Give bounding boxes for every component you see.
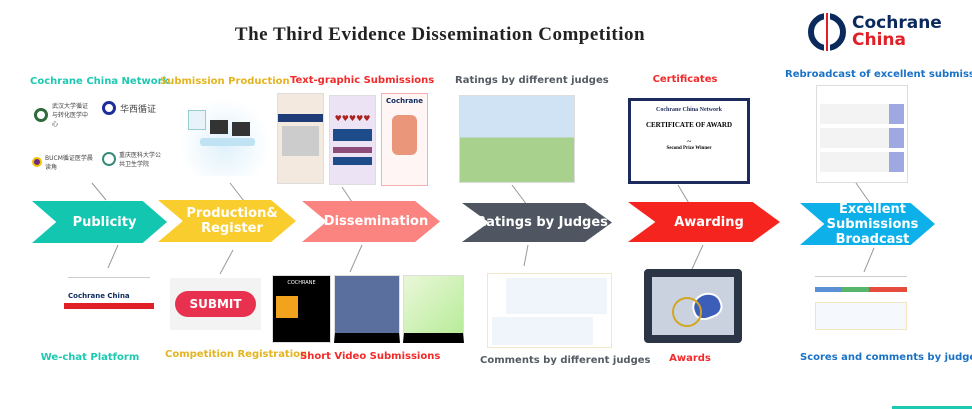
- network-logo-3: BUCM循证医学晨读角: [45, 155, 93, 171]
- stage-awarding: Awarding: [628, 202, 780, 242]
- video-brand: COCHRANE: [287, 280, 316, 286]
- text-graphic-thumb-2: ♥♥♥♥♥: [329, 95, 376, 185]
- award-medal-photo: [644, 269, 742, 343]
- bucm-logo-icon: [32, 157, 42, 167]
- certificate-prize: Second Prize Winner: [666, 146, 712, 151]
- caption-certificates: Certificates: [652, 74, 718, 85]
- caption-cochrane-china-network: Cochrane China Network: [30, 76, 170, 87]
- caption-scores-comments: Scores and comments by judges: [800, 352, 972, 363]
- cochrane-logo-icon: [808, 13, 846, 51]
- caption-submission-production: Submission Production: [160, 76, 290, 87]
- network-logo-2: 华西循证: [120, 104, 157, 115]
- wechat-brand: Cochrane China: [68, 292, 130, 300]
- network-logo-4: 重庆医科大学公共卫生学院: [119, 152, 162, 168]
- caption-short-video: Short Video Submissions: [300, 351, 441, 362]
- submit-thumb: SUBMIT: [170, 278, 261, 330]
- logo-line1: Cochrane: [852, 13, 942, 33]
- stage-publicity: Publicity: [32, 201, 167, 243]
- stage-excellent-broadcast: Excellent Submissions Broadcast: [800, 203, 935, 245]
- video-thumb-1: COCHRANE: [272, 275, 331, 343]
- network-logo-1: 武汉大学循证与转化医学中心: [52, 103, 89, 128]
- caption-ratings: Ratings by different judges: [455, 75, 609, 86]
- judge-comments-thumb: [487, 273, 612, 348]
- page-title: The Third Evidence Dissemination Competi…: [234, 24, 646, 45]
- university-logo-icon: [34, 107, 48, 122]
- caption-competition-registration: Competition Registration: [165, 349, 308, 360]
- logo-line2: China: [852, 30, 906, 50]
- certificate-org: Cochrane China Network: [656, 107, 722, 113]
- ratings-spreadsheet: [459, 95, 575, 183]
- caption-comments: Comments by different judges: [480, 355, 651, 366]
- cqmu-logo-icon: [102, 152, 116, 166]
- rebroadcast-thumb: [816, 85, 908, 183]
- scores-thumb: [815, 272, 907, 340]
- wechat-thumb: Cochrane China: [62, 275, 156, 335]
- caption-wechat-platform: We-chat Platform: [40, 352, 140, 363]
- text-graphic-brand: Cochrane: [386, 97, 423, 105]
- text-graphic-thumb-1: [277, 93, 324, 184]
- certificate-heading: CERTIFICATE OF AWARD: [645, 121, 733, 129]
- submit-graphic: SUBMIT: [175, 291, 256, 317]
- huaxi-logo-icon: [102, 101, 116, 115]
- video-thumb-2: [334, 275, 400, 343]
- caption-text-graphic: Text-graphic Submissions: [290, 75, 435, 86]
- production-illustration: [180, 98, 270, 176]
- network-logos: 武汉大学循证与转化医学中心 华西循证 BUCM循证医学晨读角 重庆医科大学公共卫…: [30, 95, 162, 185]
- certificate-thumb: Cochrane China Network CERTIFICATE OF AW…: [628, 98, 750, 184]
- text-graphic-thumb-3: Cochrane: [381, 93, 428, 186]
- caption-rebroadcast: Rebroadcast of excellent submissions: [785, 69, 972, 80]
- caption-awards: Awards: [669, 353, 711, 364]
- video-thumb-3: [403, 275, 464, 343]
- footer-accent-line: [892, 406, 972, 409]
